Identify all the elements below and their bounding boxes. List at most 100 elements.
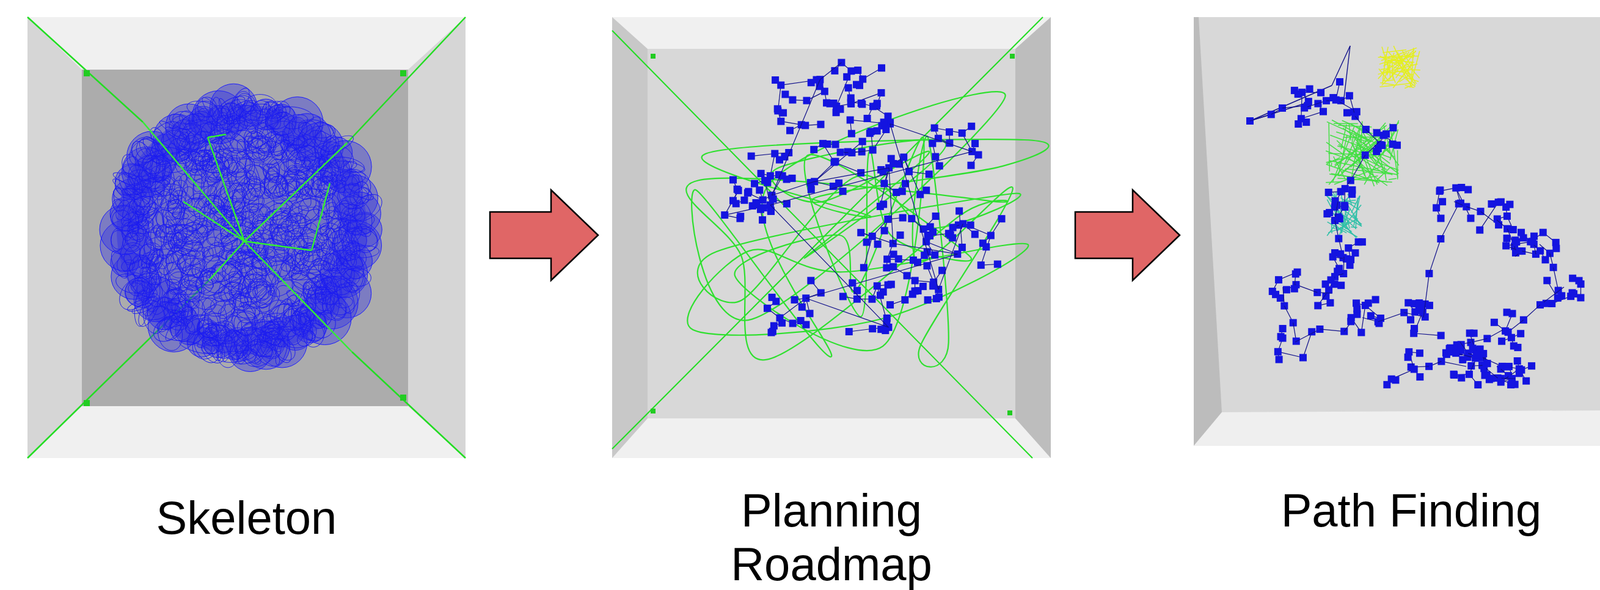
roadmap-node — [882, 125, 890, 134]
roadmap-edge — [770, 205, 889, 328]
molecule-mesh — [160, 166, 176, 189]
skeleton-line — [351, 351, 466, 459]
molecule-mesh — [328, 242, 343, 265]
molecule-mesh — [267, 182, 289, 196]
roadmap-node — [854, 66, 862, 74]
molecule-mesh — [130, 200, 169, 239]
roadmap-node — [919, 282, 927, 291]
molecule-mesh — [350, 224, 365, 238]
roadmap-node — [844, 84, 853, 92]
roadmap-node — [1331, 249, 1339, 257]
molecule-mesh — [121, 161, 152, 179]
molecule-mesh — [246, 342, 274, 359]
molecule-mesh — [318, 157, 344, 186]
path-trace — [1410, 56, 1414, 59]
roadmap-node — [880, 179, 888, 187]
roadmap-node — [1306, 85, 1314, 93]
roadmap-node — [974, 150, 982, 159]
roadmap-node — [955, 207, 963, 215]
molecule-mesh — [182, 297, 208, 334]
roadmap-node — [931, 153, 939, 161]
molecule-mesh — [334, 158, 366, 175]
molecule-mesh — [263, 131, 291, 159]
molecule-mesh — [115, 169, 139, 198]
molecule-mesh — [271, 97, 294, 120]
molecule-mesh — [300, 204, 334, 239]
molecule-mesh — [155, 314, 186, 354]
roadmap-edge — [890, 124, 939, 290]
roadmap-node — [1325, 208, 1334, 217]
roadmap-node — [987, 232, 995, 240]
skeleton-line — [207, 137, 245, 242]
roadmap-node — [898, 187, 906, 195]
molecule-mesh — [120, 154, 142, 181]
skeleton-node — [1007, 410, 1013, 416]
roadmap-node — [1337, 281, 1345, 289]
molecule-mesh — [317, 131, 356, 159]
roadmap-node — [967, 122, 976, 131]
roadmap-node — [786, 127, 794, 135]
path-trace — [1405, 85, 1415, 88]
molecule-mesh — [341, 210, 377, 236]
roadmap-node — [868, 295, 876, 304]
molecule-mesh — [285, 248, 296, 277]
roadmap-node — [778, 319, 786, 327]
roadmap-node — [945, 128, 954, 136]
skeleton-node — [650, 408, 656, 414]
path-graph — [1246, 45, 1585, 389]
roadmap-node — [1389, 140, 1397, 148]
molecule-mesh — [168, 231, 188, 250]
path-trace — [1382, 50, 1407, 54]
molecule-mesh — [293, 184, 313, 205]
roadmap-node — [720, 211, 729, 219]
molecule-mesh — [177, 173, 189, 189]
roadmap-node — [848, 279, 856, 287]
path-edge — [1428, 238, 1441, 274]
skeleton-line — [244, 241, 352, 352]
roadmap-node — [1475, 226, 1484, 234]
roadmap-node — [1347, 317, 1355, 326]
roadmap-node — [847, 98, 855, 107]
roadmap-curve — [687, 243, 1029, 336]
roadmap-node — [807, 185, 815, 194]
roadmap-node — [1493, 215, 1502, 223]
molecule-mesh — [276, 210, 313, 239]
roadmap-node — [798, 303, 806, 311]
roadmap-node — [928, 139, 936, 148]
molecule-mesh — [285, 303, 319, 340]
molecule-mesh — [271, 334, 300, 365]
roadmap-node — [756, 205, 765, 214]
molecule-mesh — [329, 239, 361, 272]
molecule-mesh — [280, 126, 297, 148]
molecule-mesh — [142, 149, 177, 178]
roadmap-edge — [1361, 305, 1365, 333]
molecule-mesh — [251, 326, 288, 351]
roadmap-node — [883, 255, 891, 263]
skeleton-node — [400, 394, 407, 401]
molecule-mesh — [144, 226, 169, 252]
room — [612, 17, 1051, 459]
roadmap-node — [802, 321, 810, 329]
molecule-mesh — [276, 248, 315, 284]
molecule-mesh — [227, 306, 257, 344]
molecule-mesh — [178, 109, 195, 126]
roadmap-node — [858, 138, 867, 146]
roadmap-node — [807, 276, 815, 285]
roadmap-edge — [819, 62, 842, 80]
molecule-mesh — [149, 224, 167, 248]
path-edge — [1378, 312, 1405, 322]
molecule-mesh — [263, 224, 286, 236]
roadmap-node — [781, 90, 789, 98]
molecule-mesh — [261, 102, 299, 135]
path-trace — [1365, 138, 1367, 142]
roadmap-node — [971, 139, 979, 148]
skeleton-line — [347, 17, 466, 143]
roadmap-edge — [938, 223, 963, 289]
molecule-mesh — [160, 142, 179, 178]
roadmap-node — [1275, 356, 1283, 364]
roadmap-node — [1436, 214, 1445, 222]
roadmap-node — [752, 199, 760, 207]
molecule-mesh — [265, 323, 280, 337]
molecule-mesh — [288, 278, 321, 316]
room-wall — [1193, 17, 1222, 446]
